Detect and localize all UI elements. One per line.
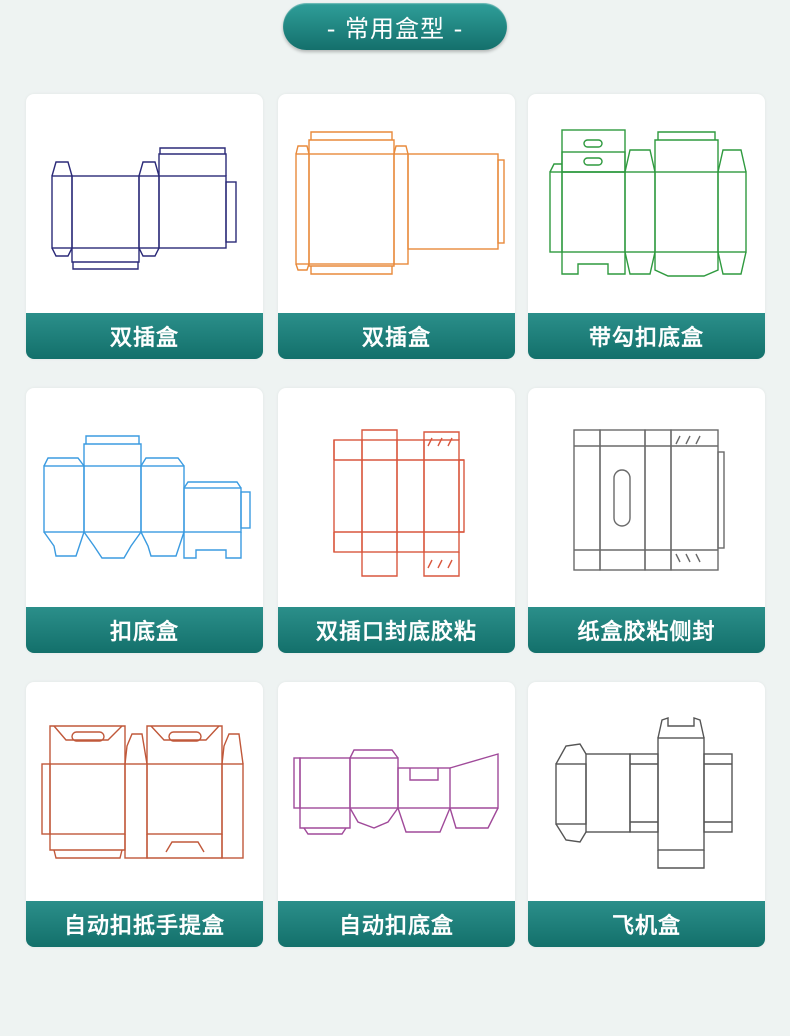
side-glued-box-dieline-icon <box>573 429 725 571</box>
box-type-label: 带勾扣底盒 <box>528 313 765 359</box>
box-type-card-double-tuck-2[interactable]: 双插盒 <box>278 94 515 359</box>
box-type-card-double-tuck-1[interactable]: 双插盒 <box>26 94 263 359</box>
hanger-snap-lock-box-dieline-icon <box>549 129 747 277</box>
box-type-card-tuck-glued-bottom[interactable]: 双插口封底胶粘 <box>278 388 515 653</box>
box-type-label: 自动扣底盒 <box>278 901 515 947</box>
box-type-card-auto-lock-bottom[interactable]: 自动扣底盒 <box>278 682 515 947</box>
box-type-label: 双插盒 <box>278 313 515 359</box>
auto-lock-bottom-box-dieline-icon <box>293 749 499 835</box>
box-type-label: 双插盒 <box>26 313 263 359</box>
box-type-label: 扣底盒 <box>26 607 263 653</box>
box-type-label: 自动扣抵手提盒 <box>26 901 263 947</box>
box-type-card-auto-lock-handle[interactable]: 自动扣抵手提盒 <box>26 682 263 947</box>
double-tuck-box-dieline-icon <box>295 131 505 275</box>
snap-lock-bottom-box-dieline-icon <box>43 435 251 559</box>
box-type-card-snap-lock-bottom[interactable]: 扣底盒 <box>26 388 263 653</box>
section-title: - 常用盒型 - <box>283 3 507 50</box>
double-tuck-box-dieline-icon <box>51 147 237 270</box>
box-type-card-hanger-snap-lock[interactable]: 带勾扣底盒 <box>528 94 765 359</box>
box-type-card-mailer[interactable]: 飞机盒 <box>528 682 765 947</box>
tuck-top-glued-bottom-dieline-icon <box>333 429 465 577</box>
auto-lock-handle-box-dieline-icon <box>41 725 244 859</box>
box-type-label: 飞机盒 <box>528 901 765 947</box>
box-type-label: 双插口封底胶粘 <box>278 607 515 653</box>
mailer-box-dieline-icon <box>555 717 733 869</box>
box-type-label: 纸盒胶粘侧封 <box>528 607 765 653</box>
box-type-card-side-glued[interactable]: 纸盒胶粘侧封 <box>528 388 765 653</box>
